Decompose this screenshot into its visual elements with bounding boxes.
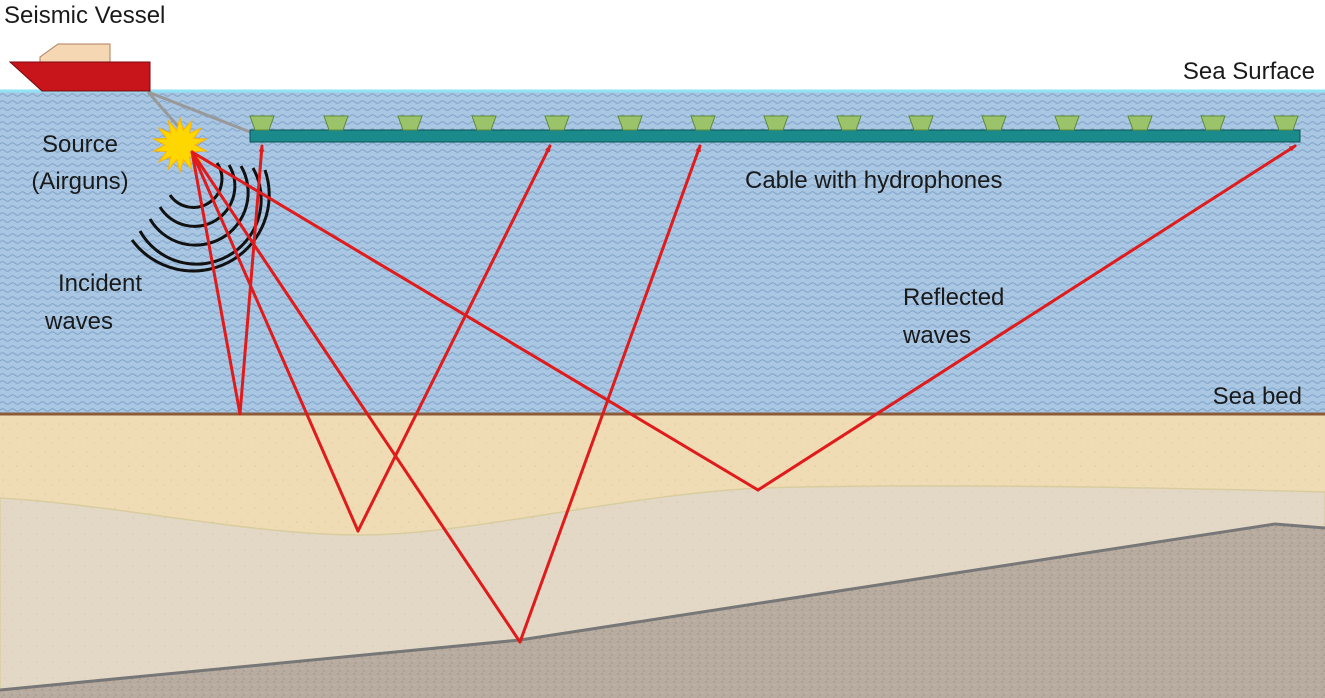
incident-waves-label-line1: Incident xyxy=(30,270,170,298)
sea-surface-label: Sea Surface xyxy=(1125,58,1315,86)
reflected-waves-label-line1: Reflected xyxy=(903,284,1004,312)
reflected-waves-label-line2: waves xyxy=(903,322,971,350)
hydrophone-cable xyxy=(250,130,1300,142)
sea-bed-label: Sea bed xyxy=(1140,383,1302,411)
vessel-label: Seismic Vessel xyxy=(4,2,165,30)
source-label-line1: Source xyxy=(10,131,150,159)
hydrophone-array xyxy=(250,116,1298,130)
cable-label: Cable with hydrophones xyxy=(745,167,1003,195)
incident-waves-label-line2: waves xyxy=(45,308,113,336)
source-label-line2: (Airguns) xyxy=(10,168,150,196)
ship-icon xyxy=(10,44,150,91)
